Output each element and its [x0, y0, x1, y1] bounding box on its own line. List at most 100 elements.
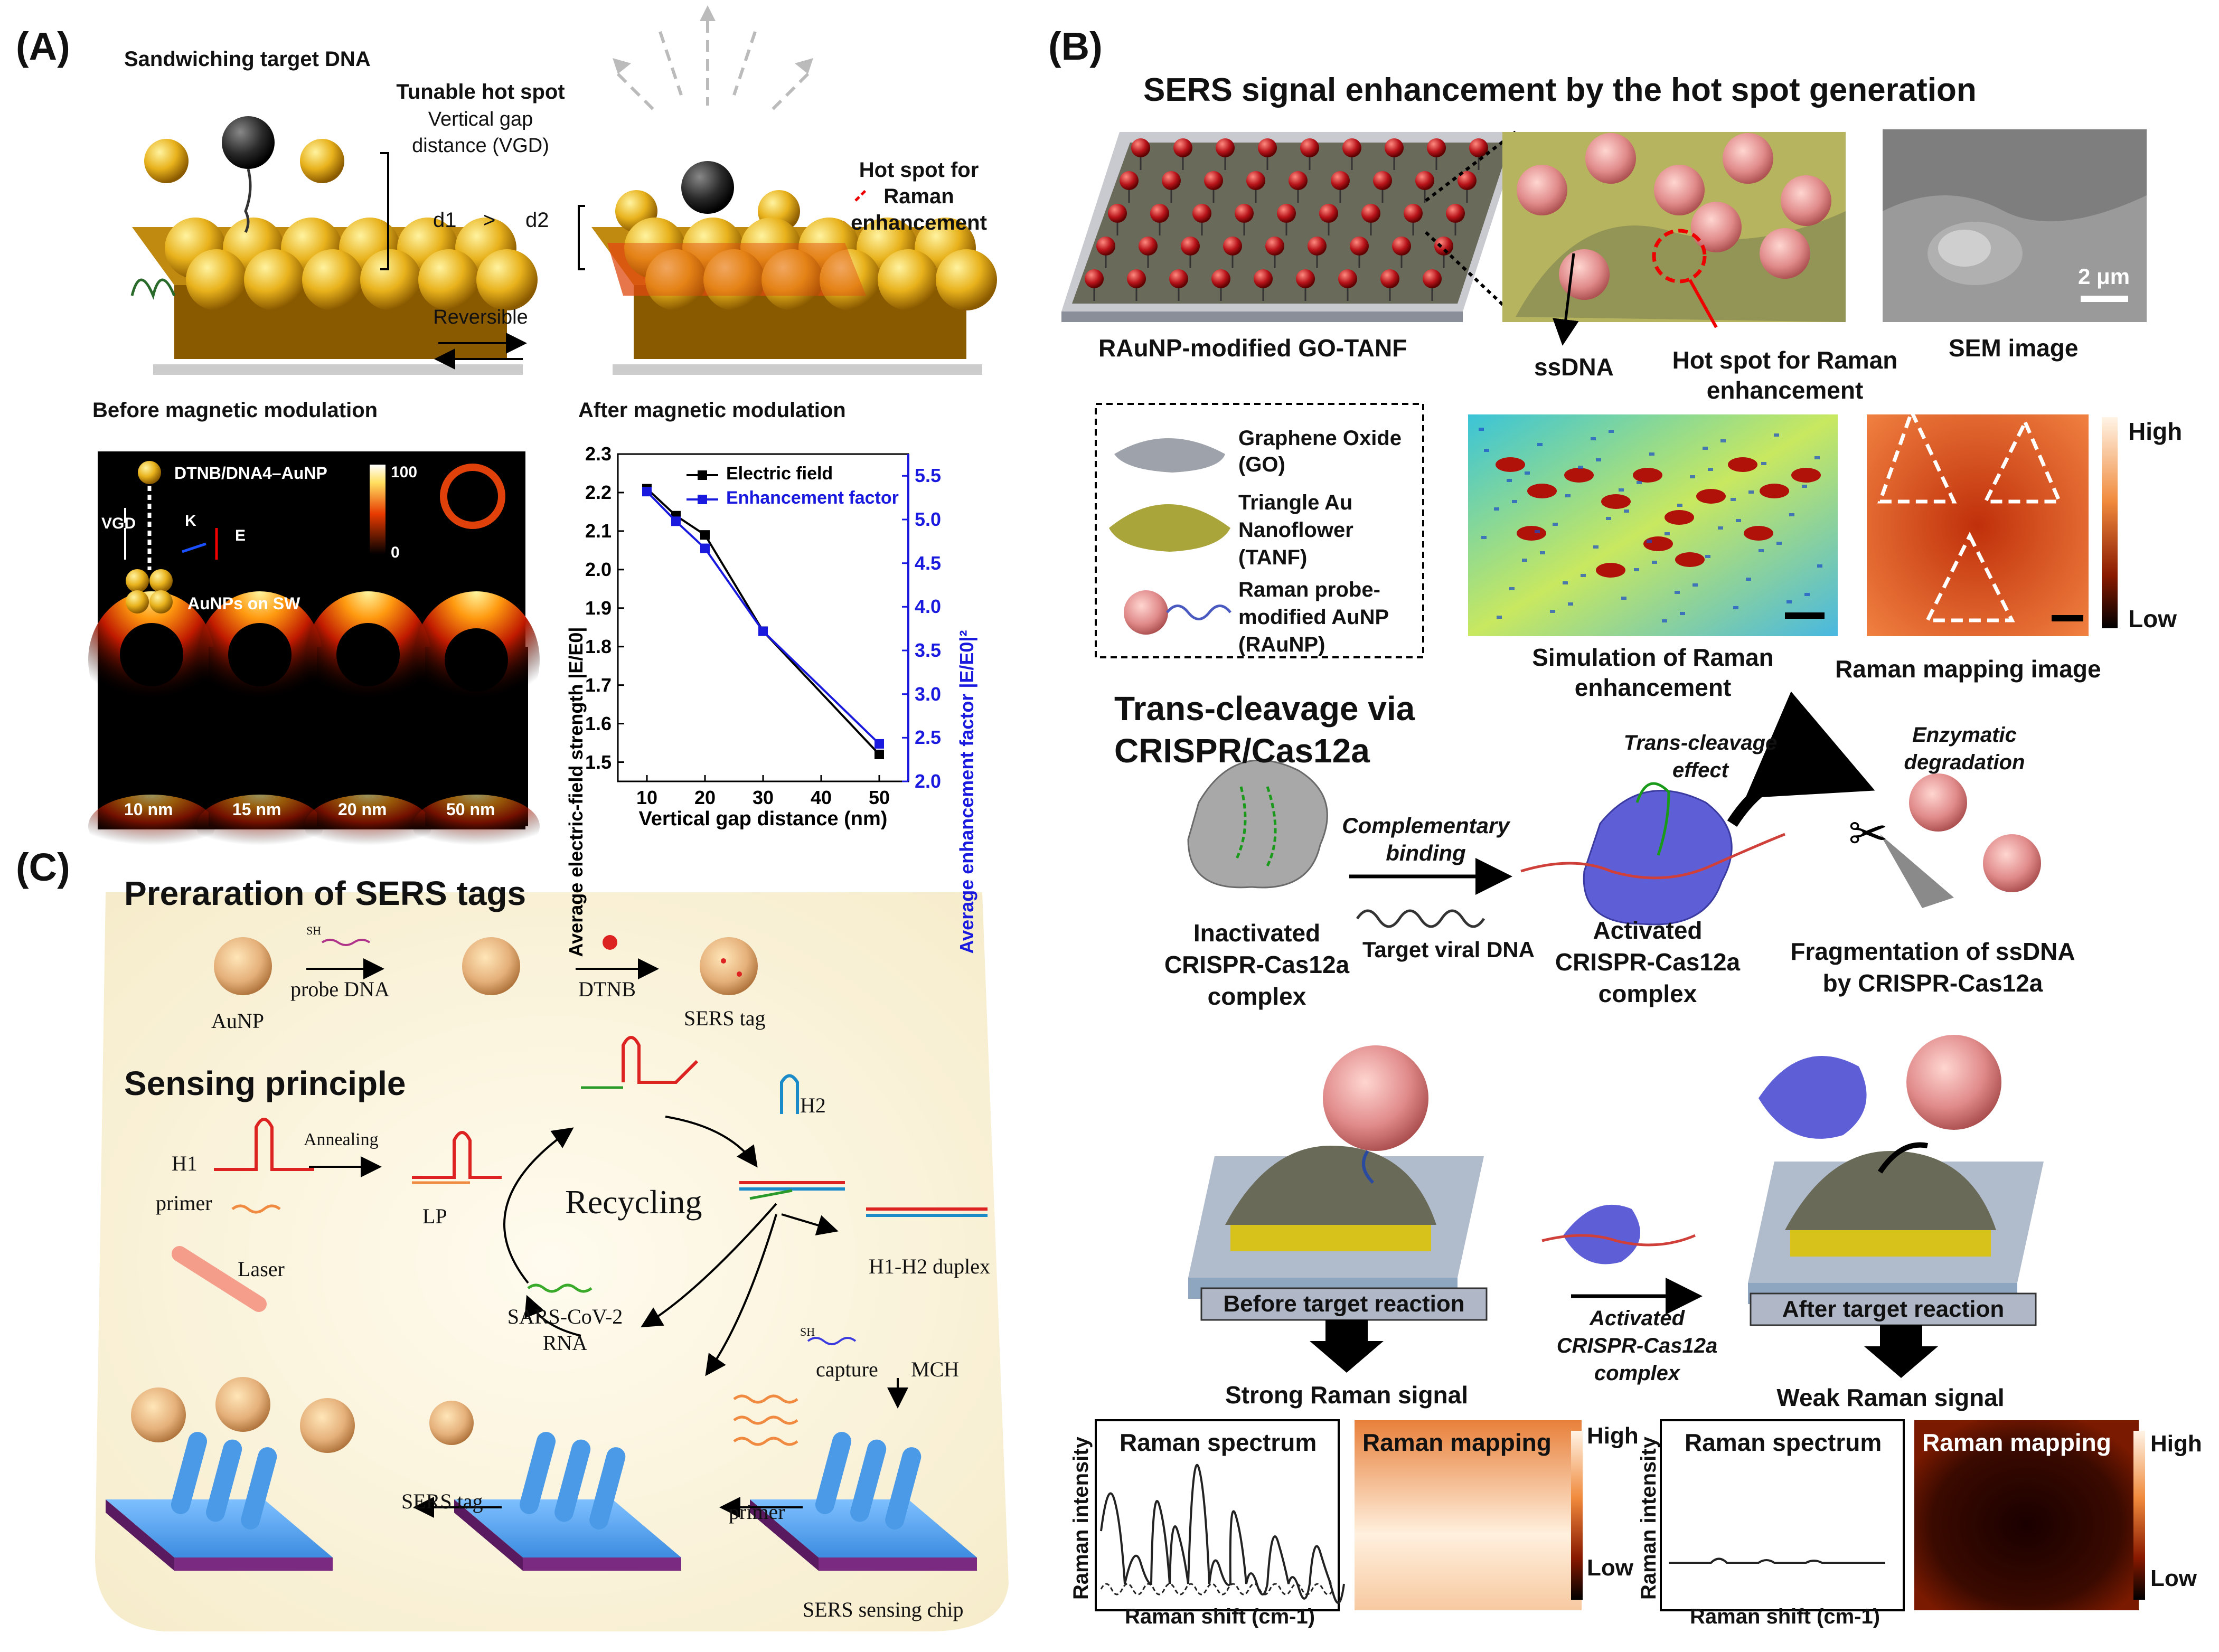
sh-label: SH: [306, 924, 322, 937]
sim-sw-label: AuNPs on SW: [187, 594, 300, 613]
legend-marker-1: [698, 495, 707, 504]
trans-title-1: Trans-cleavage via: [1114, 690, 1415, 728]
panel-b-title: SERS signal enhancement by the hot spot …: [1143, 72, 1977, 108]
series-point-1: [700, 543, 710, 553]
panel-a-label: (A): [16, 24, 70, 68]
scale-min: 0: [391, 544, 400, 561]
panel-b-crispr: ✂: [1187, 691, 2041, 928]
y-tick-label: 1.7: [585, 674, 612, 696]
legend-tanf-1: Triangle Au: [1238, 491, 1353, 514]
y-tick-label: 2.2: [585, 481, 612, 503]
lp-label: LP: [422, 1204, 447, 1228]
legend-go-1: Graphene Oxide: [1238, 427, 1402, 450]
strong-map-high: High: [1587, 1423, 1639, 1449]
x-tick-label: 20: [694, 787, 716, 808]
gap-15-label: 15 nm: [232, 800, 281, 819]
ssdna-caption: ssDNA: [1534, 353, 1614, 381]
weak-spec-y: Raman intensity: [1637, 1437, 1660, 1600]
h2-label: H2: [800, 1093, 826, 1117]
activated-arrow-2: CRISPR-Cas12a: [1556, 1334, 1718, 1357]
annealing-label: Annealing: [304, 1130, 379, 1149]
magnetic-np: [222, 116, 275, 169]
gap-20-label: 20 nm: [338, 800, 387, 819]
sars-label-1: SARS-CoV-2: [507, 1305, 623, 1328]
y2-tick-label: 5.5: [915, 465, 942, 487]
y2-tick-label: 2.5: [915, 726, 942, 749]
trans-effect-1: Trans-cleavage: [1623, 731, 1778, 754]
hotspot-b-2: enhancement: [1706, 376, 1864, 404]
chip-label: SERS sensing chip: [803, 1598, 964, 1621]
y-tick-label: 1.6: [585, 712, 612, 734]
weak-map-title: Raman mapping: [1922, 1429, 2111, 1456]
y-tick-label: 1.8: [585, 635, 612, 657]
inactivated-3: complex: [1207, 983, 1306, 1010]
weak-spec-x: Raman shift (cm-1): [1690, 1605, 1880, 1628]
series-point-0: [700, 530, 710, 540]
recycling-label: Recycling: [565, 1183, 702, 1221]
panel-b-mapping: [1867, 407, 2118, 636]
x-axis-label: Vertical gap distance (nm): [638, 808, 888, 830]
legend-go-2: (GO): [1238, 453, 1285, 476]
comp-binding-2: binding: [1386, 841, 1466, 865]
panel-b-zoom: [1502, 132, 1846, 346]
weak-spectrum-title: Raman spectrum: [1685, 1429, 1882, 1456]
strong-spectrum-title: Raman spectrum: [1120, 1429, 1317, 1456]
fragmentation-2: by CRISPR-Cas12a: [1822, 969, 2043, 997]
y-tick-label: 2.3: [585, 443, 612, 465]
map-high: High: [2128, 418, 2183, 445]
x-tick-label: 40: [810, 787, 832, 808]
legend-tanf-2: Nanoflower: [1238, 518, 1353, 542]
x-tick-label: 30: [752, 787, 774, 808]
d2-label: d2: [525, 209, 549, 232]
raunp-go-caption: RAuNP-modified GO-TANF: [1098, 334, 1407, 362]
panel-c-art: [95, 892, 1009, 1631]
mch-label: MCH: [911, 1357, 960, 1381]
activated-2: CRISPR-Cas12a: [1555, 948, 1741, 976]
y-axis-label: Average electric-field strength |E/E0|: [565, 627, 587, 957]
sim-probe-label: DTNB/DNA4–AuNP: [174, 464, 327, 483]
tunable-caption: Tunable hot spot: [396, 80, 565, 103]
sh-capture-label: SH: [800, 1325, 815, 1338]
weak-signal-caption: Weak Raman signal: [1776, 1384, 2005, 1411]
weak-map-low: Low: [2150, 1565, 2197, 1591]
sandwich-caption: Sandwiching target DNA: [124, 48, 371, 71]
sars-label-2: RNA: [542, 1331, 588, 1355]
aunp-label: AuNP: [211, 1009, 265, 1033]
magnetic-np: [681, 161, 734, 214]
after-target-caption: After target reaction: [1782, 1296, 2005, 1322]
capture-label: capture: [816, 1357, 878, 1381]
h1-label: H1: [172, 1151, 198, 1175]
y2-tick-label: 2.0: [915, 770, 942, 792]
inactivated-2: CRISPR-Cas12a: [1164, 951, 1350, 978]
legend-label-0: Electric field: [726, 464, 833, 484]
legend-tanf-3: (TANF): [1238, 546, 1308, 569]
panel-b-spectra: [1095, 1419, 2145, 1611]
panel-a-chart: [617, 453, 909, 782]
series-point-0: [875, 749, 884, 759]
x-tick-label: 10: [636, 787, 658, 808]
gap-50-label: 50 nm: [446, 800, 495, 819]
activated-3: complex: [1598, 980, 1697, 1007]
gold-np: [144, 139, 189, 183]
panel-a-simulation: [88, 451, 540, 858]
series-point-1: [642, 487, 652, 497]
legend-marker-0: [698, 470, 707, 480]
sim-k-label: K: [185, 512, 196, 530]
sers-tag-label-2: SERS tag: [401, 1489, 483, 1513]
before-mag-caption: Before magnetic modulation: [92, 399, 378, 422]
y-tick-label: 2.1: [585, 520, 612, 542]
panel-b-reaction: [1188, 1035, 2044, 1378]
legend-label-1: Enhancement factor: [726, 488, 899, 508]
hotspot-a-1: Hot spot for: [859, 158, 979, 182]
inactivated-1: Inactivated: [1193, 919, 1321, 947]
strong-signal-caption: Strong Raman signal: [1225, 1381, 1469, 1409]
weak-map-high: High: [2150, 1431, 2202, 1457]
trans-title-2: CRISPR/Cas12a: [1114, 732, 1370, 770]
series-point-1: [671, 516, 681, 526]
dtnb-label: DTNB: [578, 977, 636, 1001]
strong-spec-y: Raman intensity: [1069, 1437, 1093, 1600]
y-tick-label: 1.5: [585, 751, 612, 773]
d1-label: d1: [433, 209, 457, 232]
